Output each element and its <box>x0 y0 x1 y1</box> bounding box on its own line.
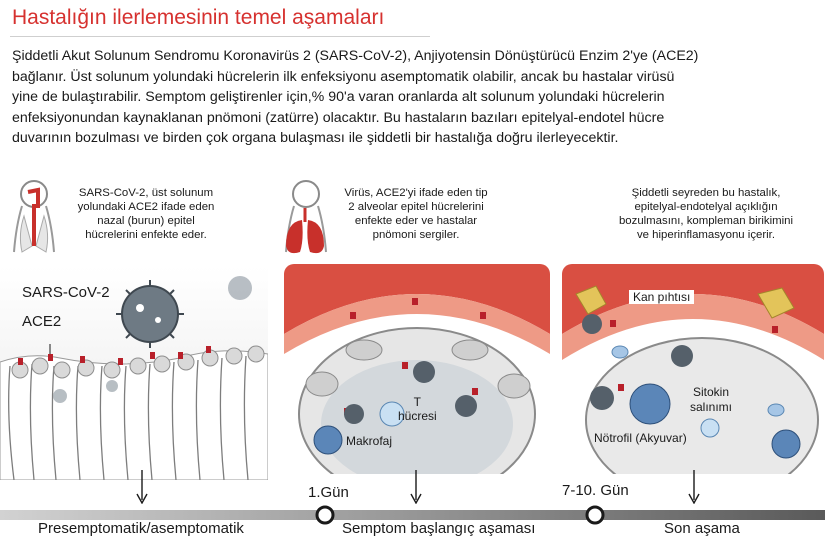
cytokine-label-text: Sitokin salınımı <box>690 385 733 414</box>
alveolus-illustration <box>284 264 550 474</box>
caption-line: Virüs, ACE2'yi ifade eden tip <box>344 187 488 199</box>
caption-line: SARS-CoV-2, üst solunum <box>78 187 214 199</box>
intro-paragraph: Şiddetli Akut Solunum Sendromu Koronavir… <box>12 46 812 149</box>
intro-line: yine de bulaştırabilir. Semptom geliştir… <box>12 89 665 106</box>
panel-3-severe <box>562 264 824 474</box>
caption-line: Şiddetli seyreden bu hastalık, <box>631 187 781 199</box>
macrophage-label: Makrofaj <box>346 434 393 448</box>
caption-line: epitelyal-endotelyal açıklığın <box>634 201 778 213</box>
page-title: Hastalığın ilerlemesinin temel aşamaları <box>12 6 385 29</box>
intro-line: duvarının bozulması ve birden çok organa… <box>12 130 619 147</box>
intro-line: bağlanır. Üst solunum yolundaki hücreler… <box>12 68 675 85</box>
caption-line: pnömoni sergiler. <box>372 229 460 241</box>
day-1-marker <box>315 505 335 525</box>
panel-3-caption: Şiddetli seyreden bu hastalık, epitelyal… <box>608 186 804 242</box>
neutrophil-label: Nötrofil (Akyuvar) <box>594 431 687 445</box>
day-7-10-marker <box>585 505 605 525</box>
stage-presymptomatic: Presemptomatik/asemptomatik <box>38 520 244 537</box>
intro-line: enfeksiyonundan kaynaklanan pnömoni (zat… <box>12 109 665 126</box>
t-cell-label: T hücresi <box>398 395 437 423</box>
stage-final: Son aşama <box>664 520 740 537</box>
ace2-label: ACE2 <box>22 313 62 330</box>
sars-cov-2-label: SARS-CoV-2 <box>22 284 110 301</box>
down-arrow-1 <box>136 470 148 504</box>
panel-2-alveolus <box>284 264 550 474</box>
day-1-label: 1.Gün <box>308 484 349 501</box>
blood-clot-label: Kan pıhtısı <box>629 290 695 304</box>
down-arrow-2 <box>410 470 422 504</box>
title-divider <box>10 36 430 37</box>
caption-line: enfekte eder ve hastalar <box>354 215 478 227</box>
panel-2-caption: Virüs, ACE2'yi ifade eden tip 2 alveolar… <box>332 186 500 242</box>
sars-cov-2-virion <box>116 280 184 348</box>
caption-line: yolundaki ACE2 ifade eden <box>77 201 215 213</box>
caption-line: 2 alveolar epitel hücrelerini <box>348 201 484 213</box>
intro-line: Şiddetli Akut Solunum Sendromu Koronavir… <box>12 48 699 64</box>
caption-line: nazal (burun) epitel <box>97 215 195 227</box>
lungs-icon <box>285 180 327 254</box>
severe-illustration <box>562 264 824 474</box>
upper-airway-icon <box>13 180 55 253</box>
day-7-10-label: 7-10. Gün <box>562 482 629 499</box>
down-arrow-3 <box>688 470 700 504</box>
caption-line: hücrelerini enfekte eder. <box>85 229 207 241</box>
panel-1-caption: SARS-CoV-2, üst solunum yolundaki ACE2 i… <box>62 186 230 242</box>
stage-symptom-onset: Semptom başlangıç aşaması <box>342 520 536 537</box>
caption-line: bozulmasını, kompleman birikimini <box>618 215 794 227</box>
t-cell-label-text: T hücresi <box>398 395 437 423</box>
caption-line: ve hiperinflamasyonu içerir. <box>636 229 776 241</box>
cytokine-label: Sitokin salınımı <box>690 385 732 415</box>
panel-1-nasal-epithelium <box>0 266 268 480</box>
timeline-bar <box>0 505 825 525</box>
